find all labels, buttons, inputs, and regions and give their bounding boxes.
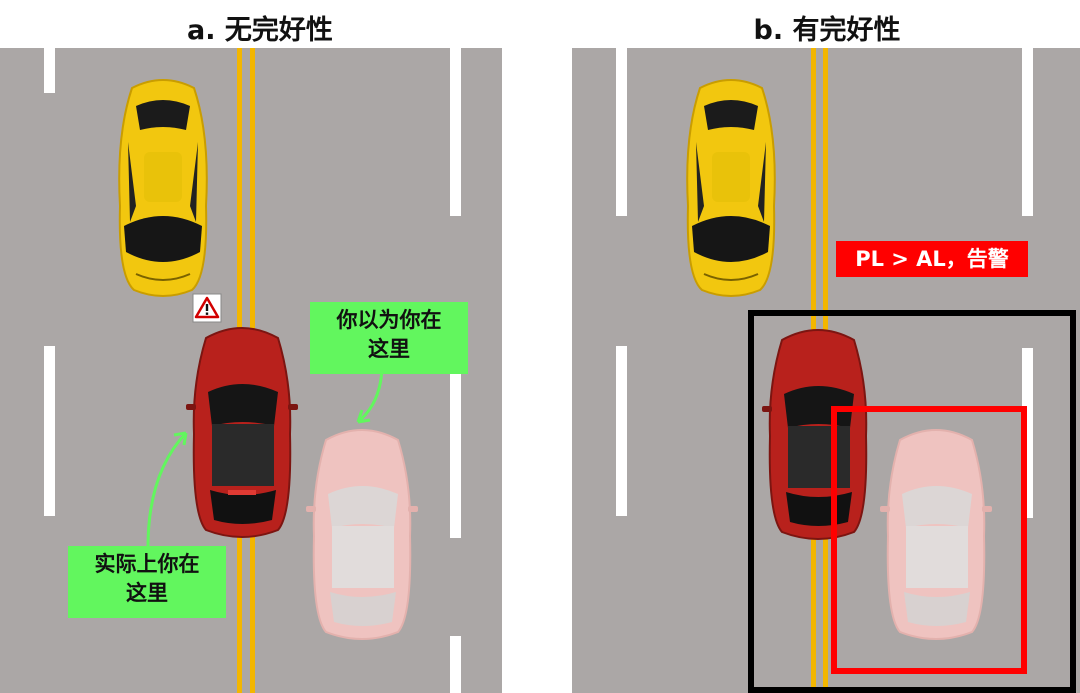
warning-triangle-icon (192, 293, 222, 323)
panel-b-title: b. 有完好性 (753, 15, 901, 46)
lane-marking (1022, 348, 1033, 518)
red-car-actual (186, 327, 298, 538)
lane-marking (44, 346, 55, 516)
red-car-actual (762, 329, 874, 540)
alert-label: PL > AL，告警 (836, 241, 1028, 277)
lane-marking (1022, 48, 1033, 216)
lane-marking (450, 636, 461, 693)
yellow-car (118, 79, 208, 297)
lane-marking (616, 48, 627, 216)
lane-marking (450, 368, 461, 538)
protection-level-frame (748, 310, 1076, 693)
panel-b: PL > AL，告警 (572, 48, 1080, 693)
lane-marking (44, 48, 55, 93)
panel-a: 你以为你在 这里 实际上你在 这里 (0, 48, 502, 693)
error-bound-frame (831, 406, 1027, 674)
ghost-car-perceived (880, 429, 992, 640)
lane-marking (616, 346, 627, 516)
callout-actual-position: 实际上你在 这里 (68, 546, 226, 618)
ghost-car-perceived (306, 429, 418, 640)
curved-arrow-icon (146, 431, 188, 548)
yellow-car (686, 79, 776, 297)
callout-perceived-position: 你以为你在 这里 (310, 302, 468, 374)
panel-a-title: a. 无完好性 (187, 15, 333, 46)
lane-marking (450, 48, 461, 216)
